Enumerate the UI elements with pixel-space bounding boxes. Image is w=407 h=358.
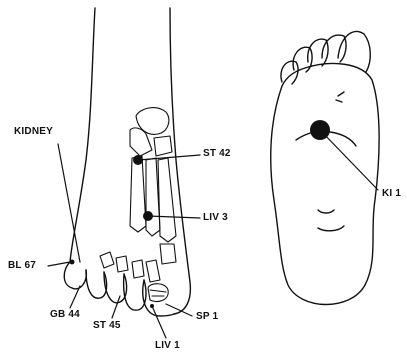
- st42-point: [133, 155, 143, 165]
- leader-st45: [112, 296, 120, 318]
- label-gb44: GB 44: [50, 309, 80, 320]
- label-bl67: BL 67: [8, 260, 36, 271]
- plantar-foot-outline: [271, 31, 379, 304]
- label-liv1: LIV 1: [155, 340, 180, 351]
- leader-st42: [138, 155, 200, 160]
- liv3-point: [143, 211, 153, 221]
- leader-kidney: [58, 144, 80, 262]
- leader-sp1: [166, 304, 192, 316]
- leader-ki1: [322, 132, 378, 190]
- ki1-point: [310, 120, 330, 140]
- label-st45: ST 45: [93, 320, 121, 331]
- dorsal-foot-bones: [100, 108, 176, 302]
- leader-liv1: [152, 306, 166, 338]
- bl67-point: [70, 260, 75, 265]
- label-liv3: LIV 3: [203, 212, 228, 223]
- label-kidney: KIDNEY: [14, 126, 53, 137]
- label-st42: ST 42: [203, 148, 231, 159]
- label-ki1: KI 1: [382, 188, 401, 199]
- label-sp1: SP 1: [196, 311, 218, 322]
- leader-lines: [48, 132, 378, 338]
- liv1-point: [150, 304, 154, 308]
